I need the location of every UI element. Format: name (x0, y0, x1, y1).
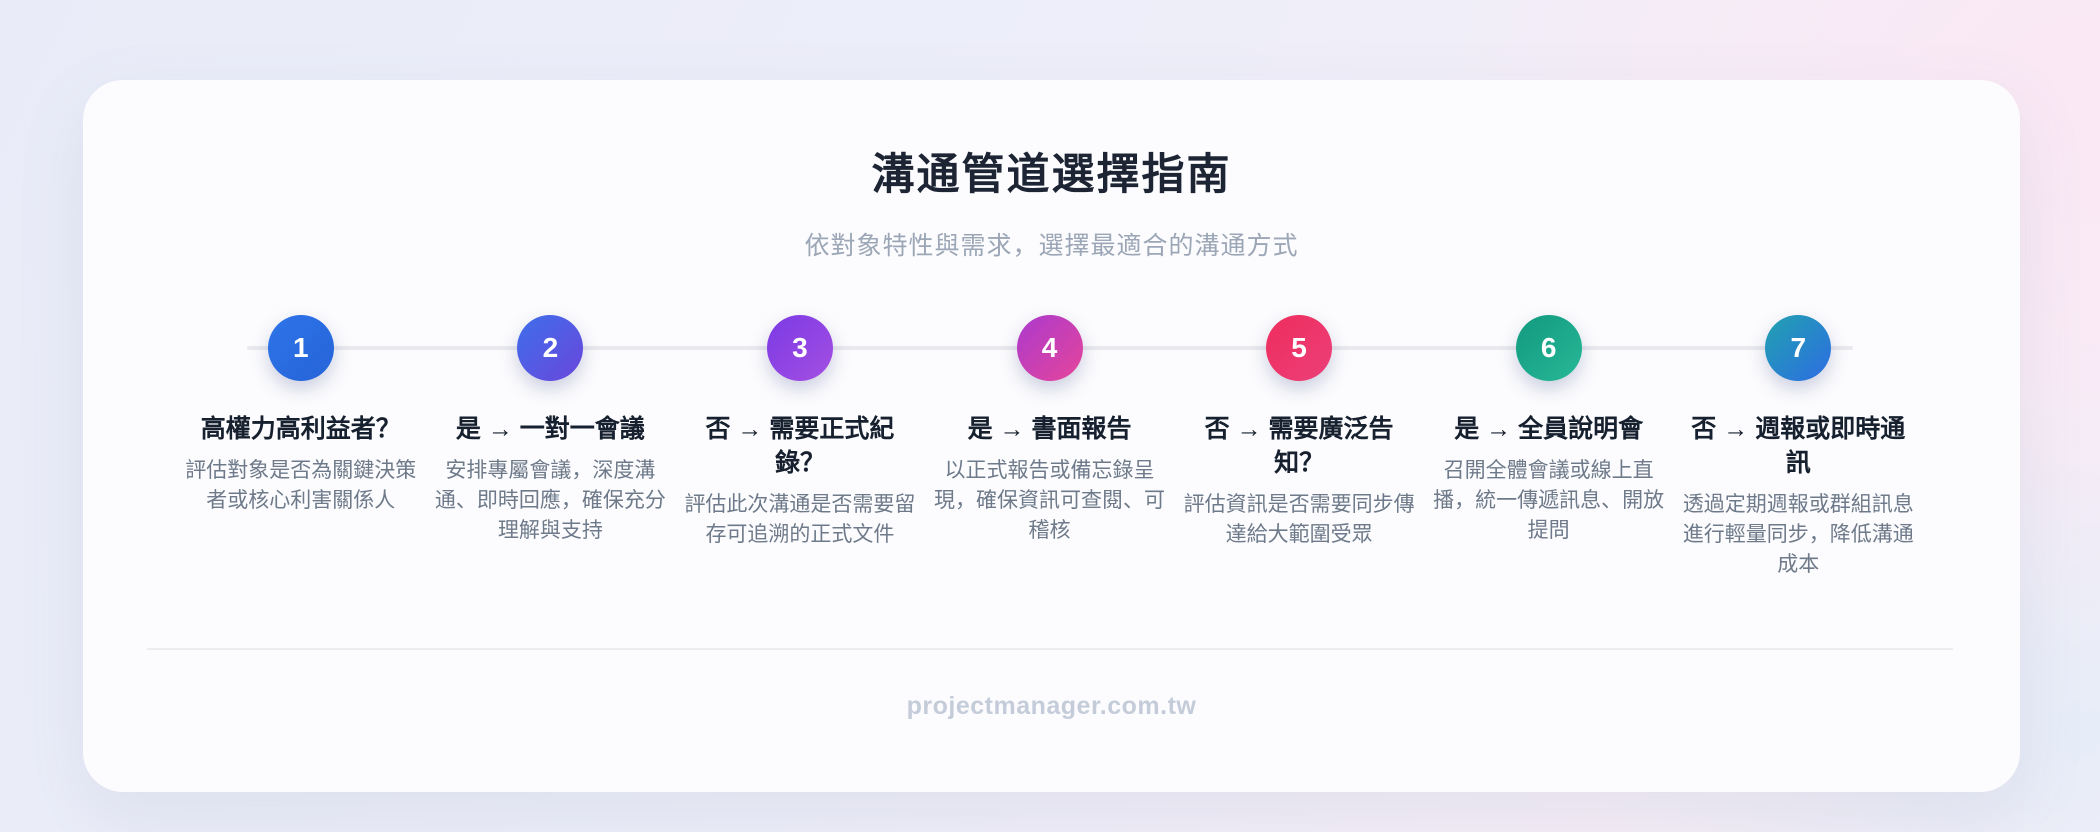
step-number-badge: 4 (1016, 315, 1083, 381)
footer-watermark: projectmanager.com.tw (906, 692, 1197, 720)
infographic-card: 溝通管道選擇指南 依對象特性與需求，選擇最適合的溝通方式 1 高權力高利益者？ … (83, 80, 2020, 792)
step-number-badge: 2 (517, 315, 584, 381)
timeline-step-2: 2 是 → 一對一會議 安排專屬會議，深度溝通、即時回應，確保充分理解與支持 (426, 315, 676, 580)
timeline-step-6: 6 是 → 全員說明會 召開全體會議或線上直播，統一傳遞訊息、開放提問 (1424, 315, 1674, 580)
step-description: 評估此次溝通是否需要留存可追溯的正式文件 (684, 493, 916, 546)
step-number-badge: 7 (1765, 315, 1832, 381)
timeline: 1 高權力高利益者？ 評估對象是否為關鍵決策者或核心利害關係人 2 是 → 一對… (176, 315, 1923, 580)
step-description: 召開全體會議或線上直播，統一傳遞訊息、開放提問 (1433, 459, 1665, 542)
step-title: 是 → 一對一會議 (455, 415, 645, 443)
timeline-step-5: 5 否 → 需要廣泛告知？ 評估資訊是否需要同步傳達給大範圍受眾 (1174, 315, 1424, 580)
timeline-step-7: 7 否 → 週報或即時通訊 透過定期週報或群組訊息進行輕量同步，降低溝通成本 (1673, 315, 1923, 580)
step-number-badge: 1 (267, 315, 334, 381)
step-title: 是 → 書面報告 (967, 415, 1132, 443)
page-subtitle: 依對象特性與需求，選擇最適合的溝通方式 (804, 232, 1299, 260)
step-number-badge: 5 (1266, 315, 1333, 381)
timeline-step-4: 4 是 → 書面報告 以正式報告或備忘錄呈現，確保資訊可查閱、可稽核 (925, 315, 1175, 580)
step-description: 透過定期週報或群組訊息進行輕量同步，降低溝通成本 (1682, 493, 1914, 576)
page-title: 溝通管道選擇指南 (871, 151, 1232, 199)
step-number-badge: 6 (1515, 315, 1582, 381)
footer-divider (147, 648, 1953, 650)
step-title: 否 → 需要正式紀錄？ (705, 415, 895, 477)
step-description: 評估資訊是否需要同步傳達給大範圍受眾 (1183, 493, 1415, 546)
step-description: 評估對象是否為關鍵決策者或核心利害關係人 (185, 459, 417, 512)
step-title: 高權力高利益者？ (200, 415, 401, 443)
step-description: 以正式報告或備忘錄呈現，確保資訊可查閱、可稽核 (934, 459, 1166, 542)
timeline-step-3: 3 否 → 需要正式紀錄？ 評估此次溝通是否需要留存可追溯的正式文件 (675, 315, 925, 580)
timeline-step-1: 1 高權力高利益者？ 評估對象是否為關鍵決策者或核心利害關係人 (176, 315, 426, 580)
step-title: 否 → 週報或即時通訊 (1691, 415, 1906, 477)
step-title: 否 → 需要廣泛告知？ (1204, 415, 1394, 477)
step-number-badge: 3 (766, 315, 833, 381)
step-title: 是 → 全員說明會 (1454, 415, 1644, 443)
step-description: 安排專屬會議，深度溝通、即時回應，確保充分理解與支持 (434, 459, 666, 542)
timeline-steps: 1 高權力高利益者？ 評估對象是否為關鍵決策者或核心利害關係人 2 是 → 一對… (176, 315, 1923, 580)
